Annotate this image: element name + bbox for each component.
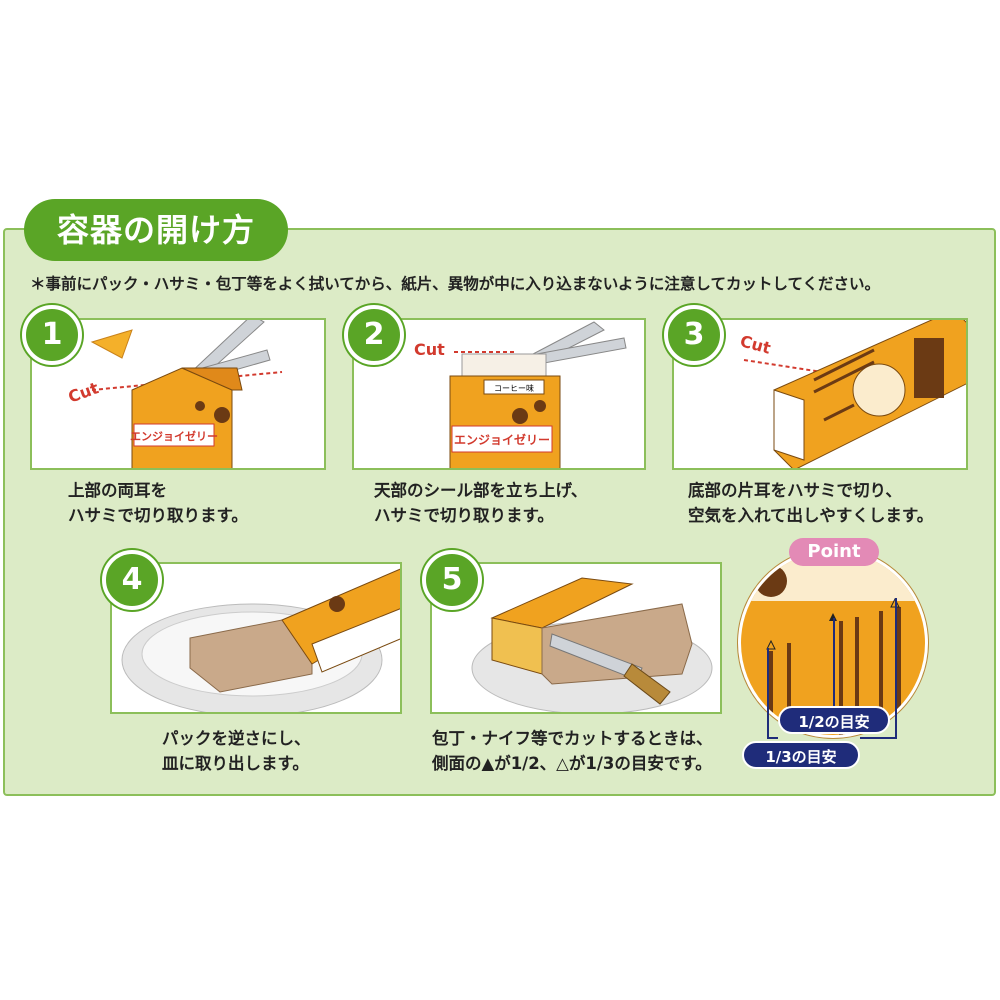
step-1-caption: 上部の両耳をハサミで切り取ります。 bbox=[68, 481, 248, 525]
svg-text:エンジョイゼリー: エンジョイゼリー bbox=[454, 432, 550, 447]
point-badge: Point bbox=[789, 538, 879, 566]
jelly-block-icon bbox=[541, 603, 693, 685]
half-guide-label: 1/2の目安 bbox=[778, 706, 890, 734]
page-title: 容器の開け方 bbox=[24, 199, 288, 261]
step-4-caption: パックを逆さにし、皿に取り出します。 bbox=[162, 729, 311, 773]
step-2-number: 2 bbox=[344, 305, 404, 365]
step-5-number: 5 bbox=[422, 550, 482, 610]
caution-note: ＊事前にパック・ハサミ・包丁等をよく拭いてから、紙片、異物が中に入り込まないよう… bbox=[30, 275, 881, 293]
step-5-illustration bbox=[430, 562, 722, 714]
step-1-number: 1 bbox=[22, 305, 82, 365]
svg-text:コーヒー味: コーヒー味 bbox=[494, 383, 534, 393]
jelly-carton-icon bbox=[281, 568, 400, 665]
half-mark-icon bbox=[829, 613, 837, 621]
third-guide-label: 1/3の目安 bbox=[742, 741, 860, 769]
cut-corner-piece bbox=[90, 329, 133, 359]
step-3-number: 3 bbox=[664, 305, 724, 365]
svg-text:エンジョイゼリー: エンジョイゼリー bbox=[130, 429, 218, 443]
step-5-caption: 包丁・ナイフ等でカットするときは、側面の▲が1/2、△が1/3の目安です。 bbox=[432, 729, 713, 773]
third-mark-icon bbox=[766, 639, 776, 650]
step-4-number: 4 bbox=[102, 550, 162, 610]
step-3-caption: 底部の片耳をハサミで切り、空気を入れて出しやすくします。 bbox=[688, 481, 934, 525]
step-4-illustration bbox=[110, 562, 402, 714]
step-2-illustration: コーヒー味 エンジョイゼリー bbox=[352, 318, 646, 470]
cut-label-2: Cut bbox=[414, 340, 445, 359]
step-2-caption: 天部のシール部を立ち上げ、ハサミで切り取ります。 bbox=[374, 481, 588, 525]
